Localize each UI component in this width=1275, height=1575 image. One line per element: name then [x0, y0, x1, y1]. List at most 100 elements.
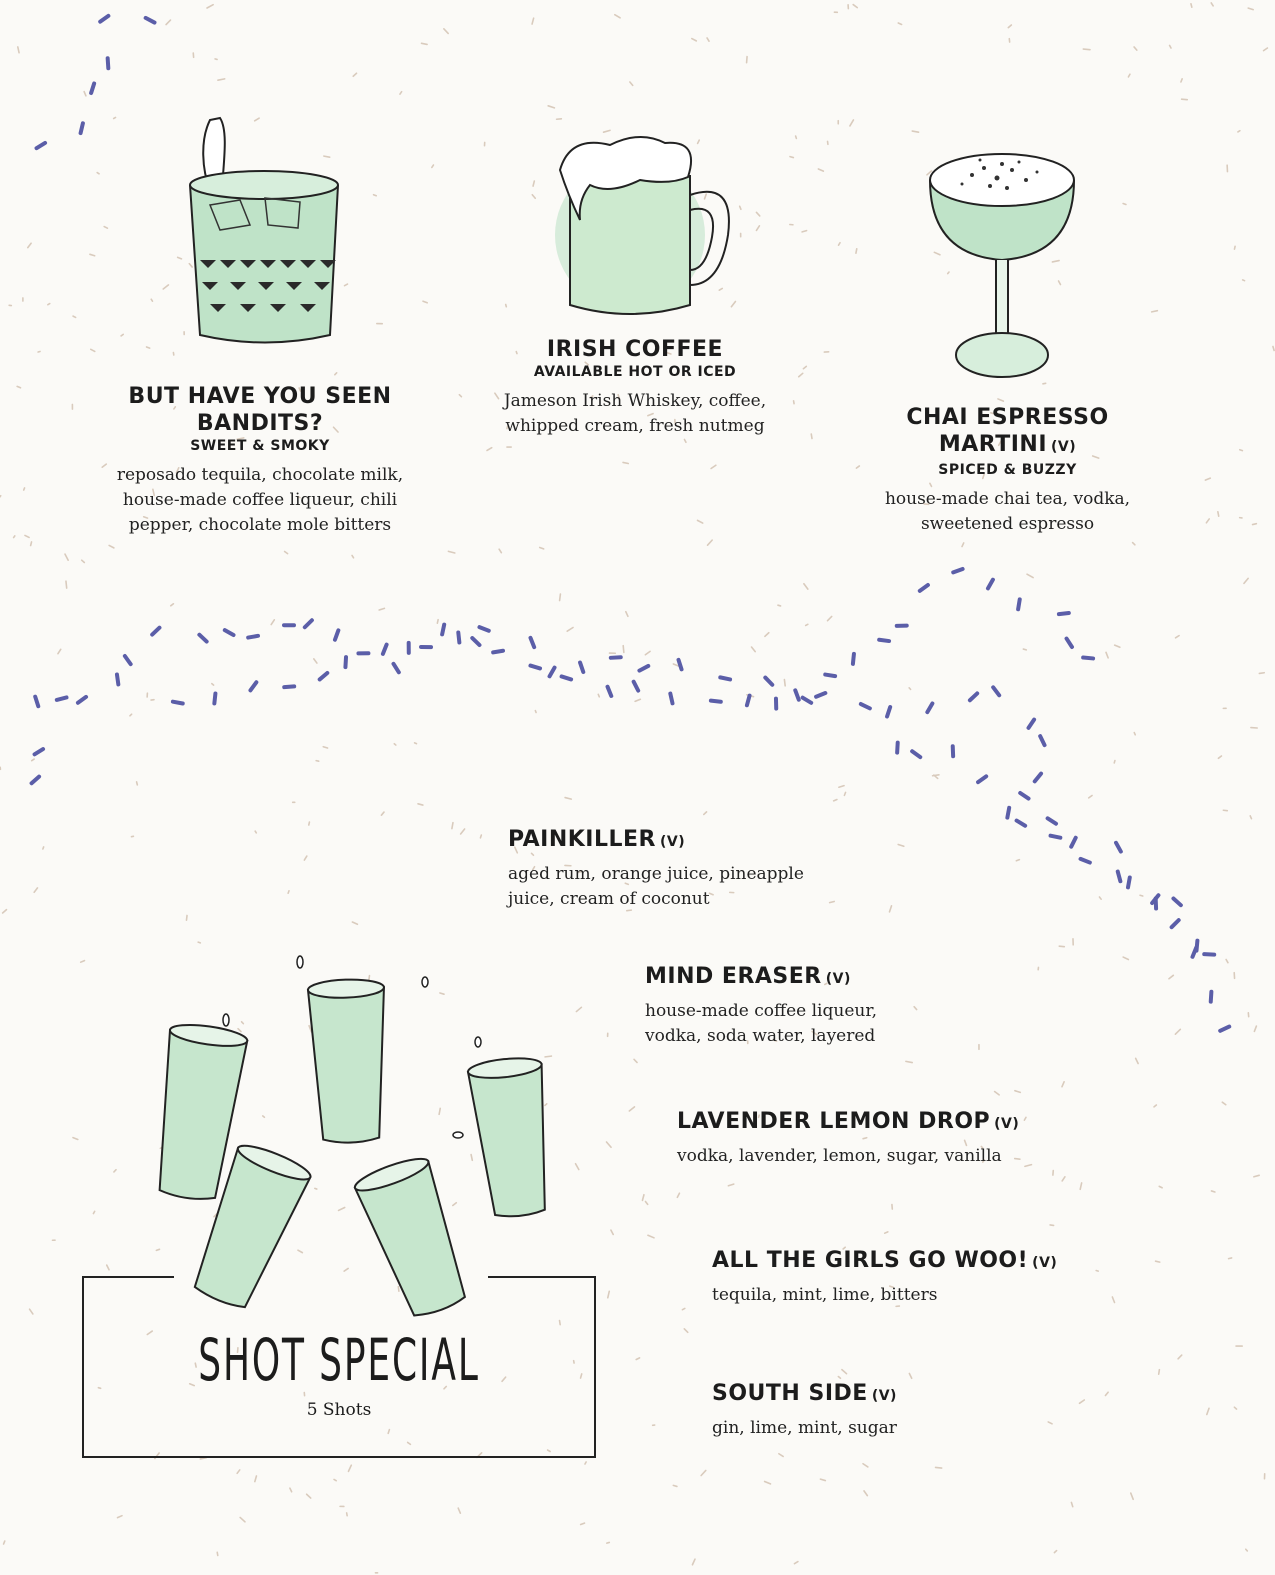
cocktail-subtitle: SPICED & BUZZY [938, 462, 1077, 478]
paper-speckle [42, 846, 45, 850]
paper-speckle [436, 618, 439, 625]
paper-speckle [406, 1441, 412, 1446]
paper-speckle [146, 1330, 154, 1336]
paper-speckle [506, 425, 509, 430]
paper-speckle [624, 882, 630, 886]
confetti-dash [910, 749, 923, 760]
paper-speckle [1047, 1421, 1053, 1425]
confetti-dash [547, 665, 557, 679]
paper-speckle [0, 494, 2, 498]
paper-speckle [926, 170, 933, 176]
paper-speckle [1095, 1269, 1100, 1272]
coffee-mug-icon [550, 125, 750, 325]
confetti-dash [763, 675, 775, 687]
paper-speckle [1180, 78, 1183, 83]
paper-speckle [574, 1162, 580, 1171]
cocktail-title: SOUTH SIDE(V) [712, 1381, 897, 1406]
paper-speckle [347, 1464, 353, 1473]
paper-speckle [546, 1449, 551, 1453]
paper-speckle [777, 604, 782, 607]
paper-speckle [351, 554, 355, 559]
paper-speckle [1024, 1163, 1033, 1168]
paper-speckle [683, 1327, 689, 1334]
confetti-dash [491, 648, 506, 655]
confetti-dash [800, 695, 814, 705]
confetti-dash [150, 625, 162, 637]
paper-speckle [1210, 2, 1214, 7]
confetti-dash [29, 774, 42, 786]
paper-speckle [368, 974, 371, 981]
confetti-dash [170, 699, 185, 706]
paper-speckle [64, 553, 69, 561]
confetti-dash [33, 694, 41, 709]
shot-special-box: SHOT SPECIAL 5 Shots [82, 1274, 596, 1458]
paper-speckle [672, 1484, 678, 1488]
paper-speckle [1227, 1257, 1233, 1260]
confetti-dash [1169, 918, 1181, 930]
paper-speckle [897, 22, 903, 26]
paper-speckle [145, 346, 151, 349]
paper-speckle [933, 251, 941, 256]
paper-speckle [443, 1385, 448, 1390]
paper-speckle [683, 438, 687, 444]
confetti-dash [1125, 875, 1132, 890]
vegan-marker: (V) [1051, 439, 1077, 455]
paper-speckle [1129, 1492, 1134, 1501]
paper-speckle [855, 248, 858, 254]
vegan-marker: (V) [994, 1116, 1020, 1132]
paper-speckle [108, 544, 115, 549]
paper-speckle [96, 171, 100, 175]
paper-speckle [852, 3, 859, 9]
paper-speckle [37, 350, 41, 353]
paper-speckle [298, 387, 302, 392]
paper-speckle [838, 784, 845, 789]
paper-speckle [617, 393, 621, 400]
paper-speckle [531, 193, 537, 200]
paper-speckle [308, 1024, 313, 1033]
paper-speckle [1158, 1185, 1163, 1189]
paper-speckle [270, 619, 276, 626]
paper-speckle [443, 27, 449, 35]
paper-speckle [351, 921, 359, 926]
confetti-dash [917, 583, 930, 593]
paper-speckle [297, 495, 301, 499]
paper-speckle [1206, 1407, 1210, 1416]
paper-speckle [842, 1246, 846, 1250]
paper-speckle [629, 81, 634, 87]
paper-speckle [393, 742, 397, 746]
confetti-dash [1064, 636, 1074, 649]
confetti-dash [631, 679, 641, 693]
paper-speckle [1262, 47, 1269, 52]
paper-speckle [417, 803, 424, 806]
paper-speckle [322, 745, 329, 749]
paper-speckle [83, 90, 87, 97]
paper-speckle [1233, 245, 1236, 250]
paper-speckle [1174, 634, 1180, 639]
paper-speckle [1091, 455, 1100, 459]
paper-speckle [946, 271, 950, 275]
paper-speckle [1013, 1157, 1021, 1160]
paper-speckle [439, 992, 445, 995]
paper-speckle [253, 117, 260, 122]
paper-speckle [65, 580, 68, 589]
confetti-dash [380, 642, 389, 656]
paper-speckle [696, 519, 704, 524]
paper-speckle [888, 1285, 894, 1289]
paper-speckle [24, 534, 30, 539]
paper-speckle [613, 13, 621, 19]
confetti-dash [578, 660, 586, 675]
paper-speckle [1225, 958, 1229, 964]
paper-speckle [610, 1229, 615, 1236]
confetti-dash [1194, 938, 1200, 953]
paper-speckle [579, 1522, 586, 1526]
paper-speckle [1061, 1080, 1065, 1088]
confetti-dash [925, 701, 935, 715]
paper-speckle [494, 392, 500, 400]
cocktail-description: house-made chai tea, vodka, sweetened es… [884, 489, 1131, 534]
paper-speckle [772, 1039, 778, 1042]
paper-speckle [794, 135, 798, 140]
confetti-dash [1056, 610, 1071, 617]
confetti-dash [1208, 989, 1214, 1004]
paper-speckle [97, 1386, 102, 1390]
